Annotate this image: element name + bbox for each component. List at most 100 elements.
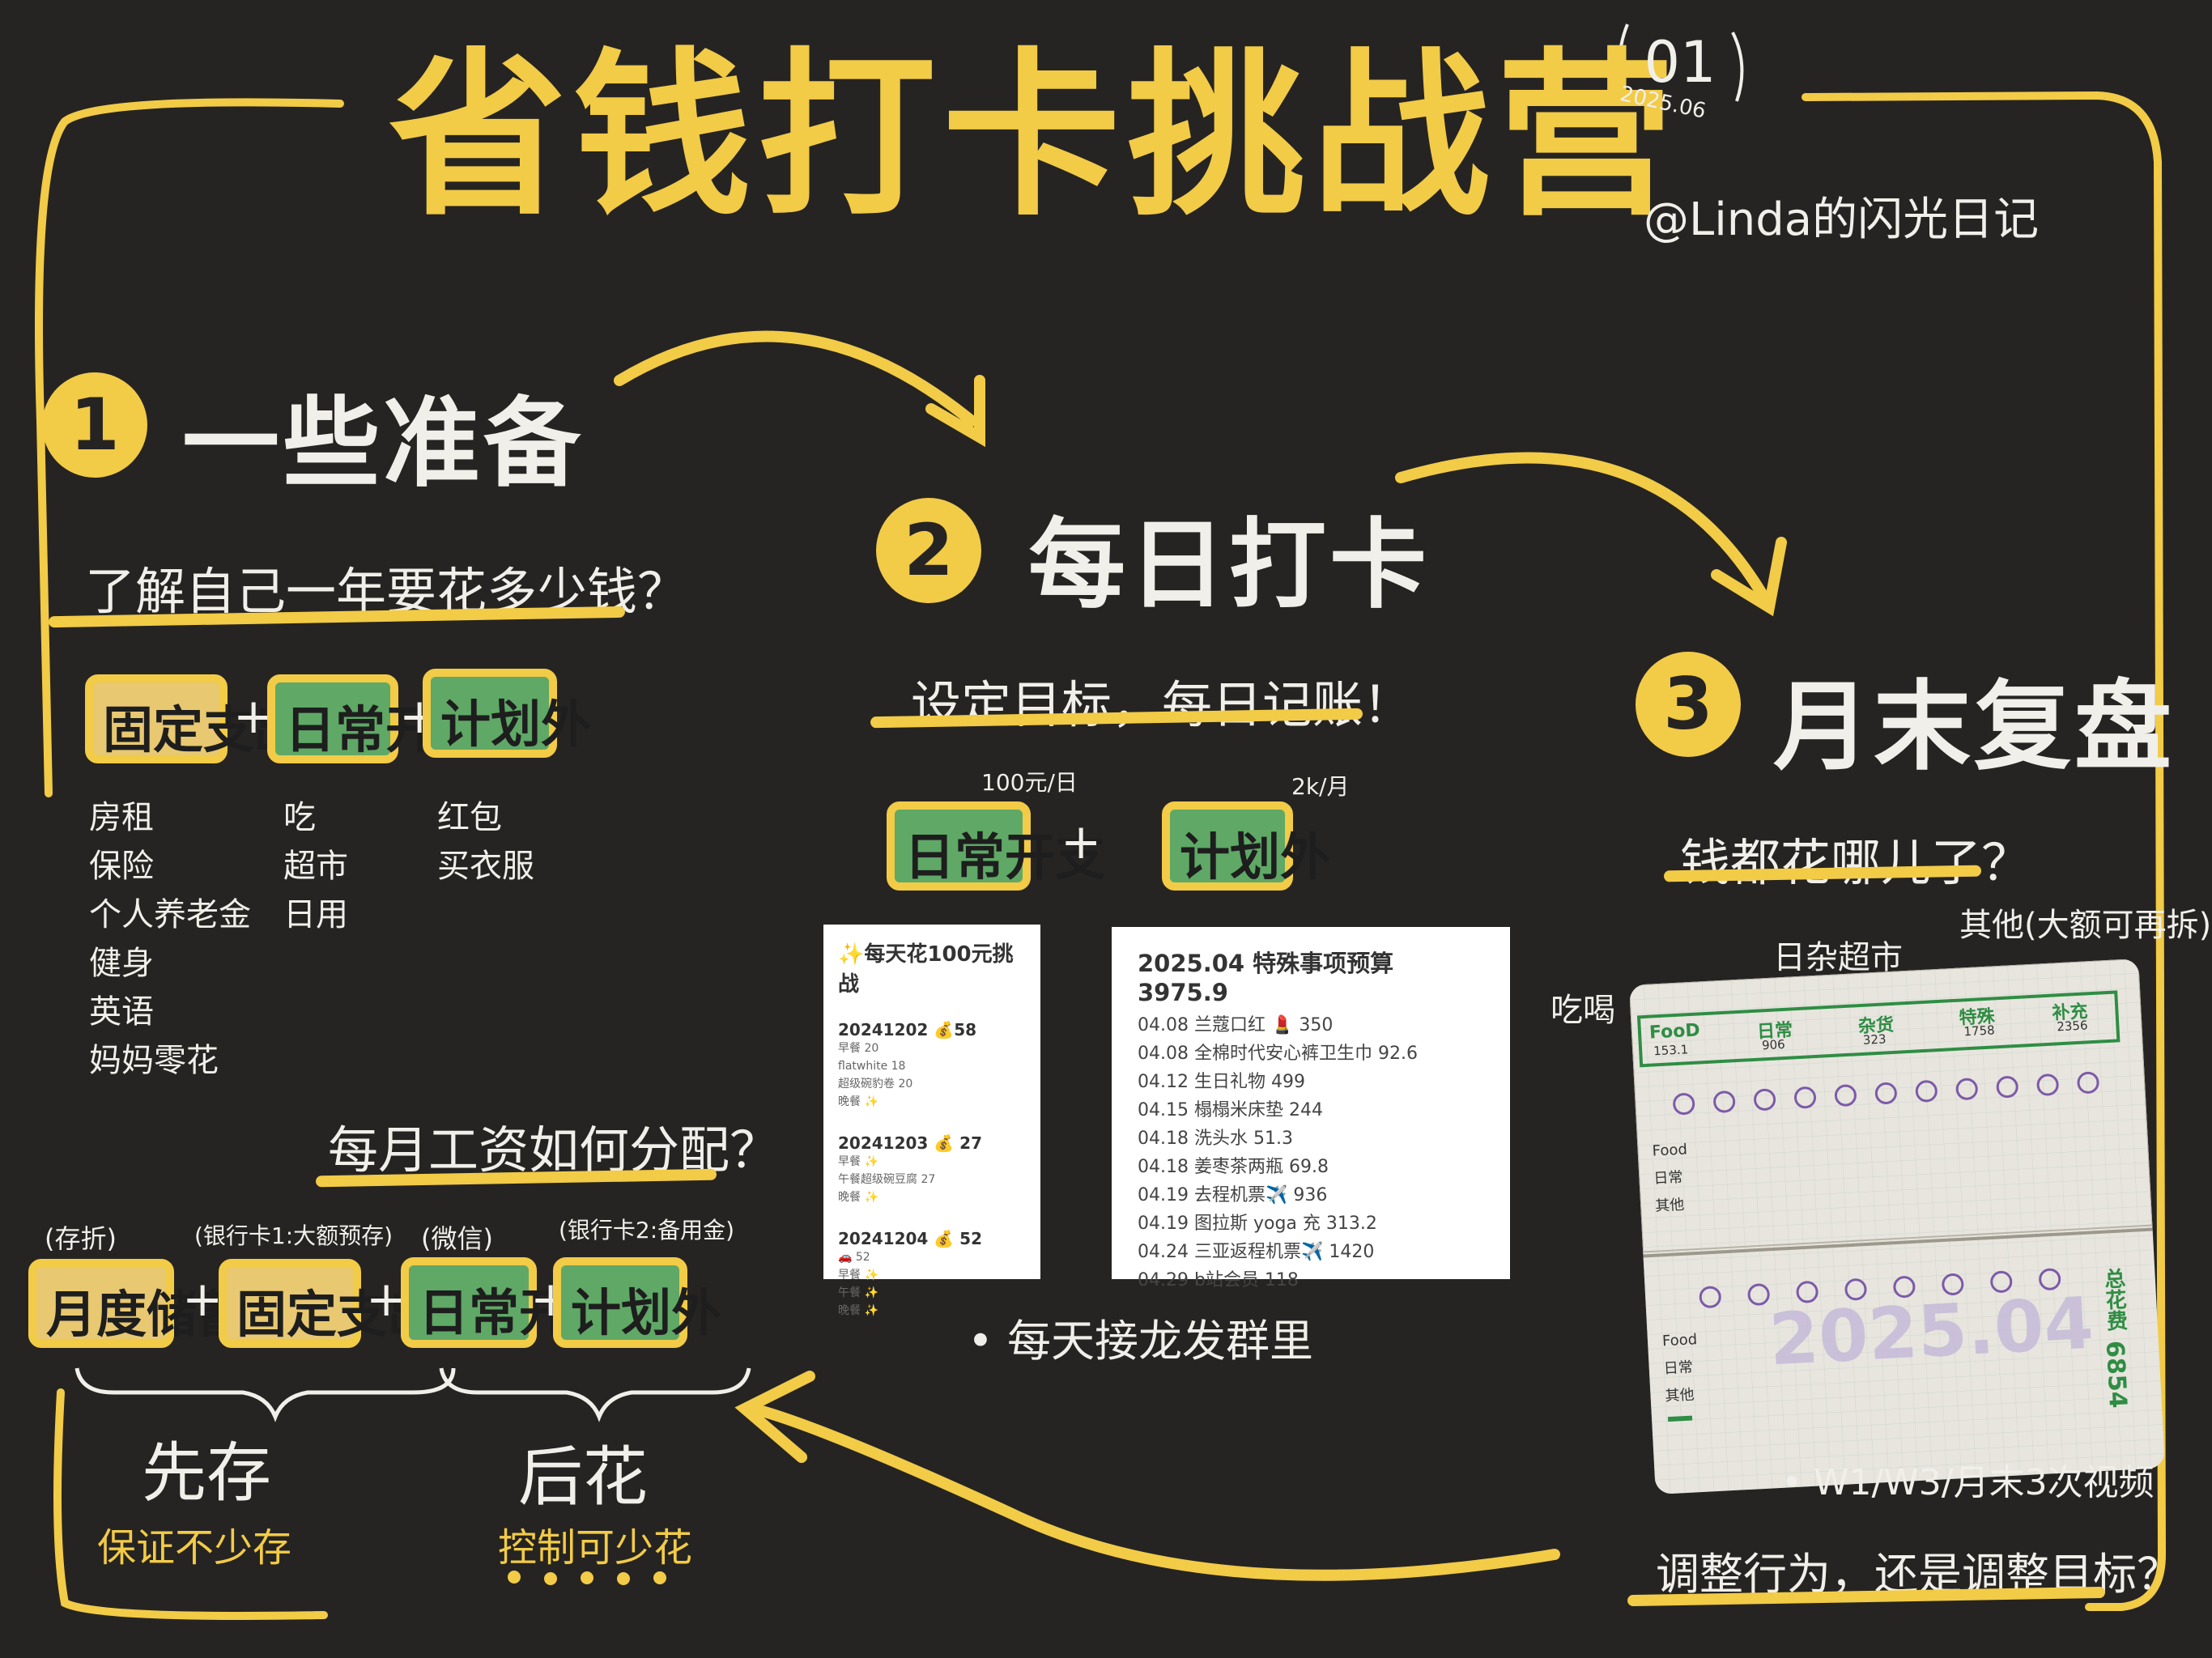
journal-header-value: 1758 <box>1963 1022 1996 1039</box>
journal-year-mark: 2025.04 <box>1767 1281 2096 1382</box>
day-item: 晚餐 ✨ <box>838 1304 878 1317</box>
budget-row: 04.19 去程机票✈️ 936 <box>1138 1185 1328 1205</box>
plus-sign: + <box>1061 814 1102 870</box>
list-item: 超市 <box>283 848 348 885</box>
category-daily-pill: 日常开支 <box>267 674 486 763</box>
spend-later-note: 控制可少花 <box>498 1525 693 1571</box>
list-item: 吃 <box>283 799 316 836</box>
budget-row: 04.15 榻榻米床垫 244 <box>1138 1100 1323 1120</box>
section2-title: 每日打卡 <box>1028 509 1430 622</box>
budget-row: 04.19 图拉斯 yoga 充 313.2 <box>1138 1214 1377 1234</box>
section3-question: 钱都花哪儿了？ <box>1680 833 2032 892</box>
section3-number-badge: 3 <box>1636 652 1741 757</box>
journal-row-label: 日常 <box>1663 1358 1694 1378</box>
day-item: 早餐 ✨ <box>838 1155 878 1168</box>
day-header: 20241202 💰58 <box>838 1020 977 1039</box>
journal-header-value: 323 <box>1862 1031 1887 1048</box>
journal-total: 6854 <box>2099 1340 2133 1409</box>
category-unplanned-pill: 计划外 <box>423 669 591 758</box>
allocation-note: (银行卡2:备用金) <box>559 1217 735 1244</box>
issue-number: 01 <box>1644 29 1716 96</box>
journal-row-label: Food <box>1652 1141 1688 1160</box>
author-handle: @Linda的闪光日记 <box>1644 193 2040 246</box>
section1-title: 一些准备 <box>182 388 584 500</box>
daily-spend-pill: 日常开支 <box>887 801 1105 891</box>
day-item: 早餐 ✨ <box>838 1269 878 1282</box>
journal-photo: FooD 日常 杂货 特殊 补充 153.1 906 323 1758 2356… <box>1628 958 2166 1495</box>
unplanned-pill: 计划外 <box>1162 801 1330 891</box>
section3-title: 月末复盘 <box>1773 671 2175 784</box>
unplanned-budget-note: 2k/月 <box>1291 773 1350 800</box>
allocation-note: (微信) <box>421 1223 493 1254</box>
list-item: 妈妈零花 <box>89 1042 219 1079</box>
list-item: 保险 <box>89 848 154 885</box>
plus-sign: + <box>182 1271 223 1328</box>
list-item: 买衣服 <box>437 848 534 885</box>
plus-sign: + <box>233 688 274 745</box>
label-daily-supermarket: 日杂超市 <box>1773 939 1903 976</box>
allocation-note: (存折) <box>45 1223 117 1254</box>
list-item: 红包 <box>437 799 502 836</box>
day-item: 晚餐 ✨ <box>838 1095 878 1108</box>
journal-header-value: 2356 <box>2056 1018 2088 1035</box>
list-item: 英语 <box>89 993 154 1031</box>
list-item: 健身 <box>89 945 154 982</box>
day-item: 晚餐 ✨ <box>838 1191 878 1204</box>
journal-header-value: 153.1 <box>1653 1042 1689 1059</box>
journal-row-label: 日常 <box>1653 1168 1684 1188</box>
allocation-daily-pill: 日常开支 <box>401 1257 619 1348</box>
budget-row: 04.29 b站会员 118 <box>1138 1270 1299 1290</box>
card-title: ✨每天花100元挑战 <box>838 942 1014 997</box>
day-header: 20241204 💰 52 <box>838 1229 982 1248</box>
budget-row: 04.08 兰蔻口红 💄 350 <box>1138 1015 1334 1035</box>
plus-sign: + <box>366 1271 407 1328</box>
unplanned-items-list: 红包 买衣服 <box>437 793 534 891</box>
fixed-items-list: 房租 保险 个人养老金 健身 英语 妈妈零花 <box>89 793 251 1085</box>
daily-challenge-card: ✨每天花100元挑战 20241202 💰58 早餐 20 flatwhite … <box>823 925 1040 1317</box>
budget-row: 04.24 三亚返程机票✈️ 1420 <box>1138 1242 1375 1262</box>
list-item: 房租 <box>89 799 154 836</box>
day-item: 早餐 20 <box>838 1042 879 1055</box>
day-item: 午餐 ✨ <box>838 1286 878 1299</box>
journal-row-labels: Food 日常 其他 <box>1661 1326 1700 1410</box>
day-item: 🚗 52 <box>838 1251 870 1264</box>
budget-row: 04.18 姜枣茶两瓶 69.8 <box>1138 1157 1329 1177</box>
section1-number-badge: 1 <box>42 372 147 478</box>
label-eat-drink: 吃喝 <box>1551 992 1615 1029</box>
journal-header: FooD <box>1648 1020 1701 1044</box>
save-first-label: 先存 <box>142 1435 271 1511</box>
card-title: 2025.04 特殊事项预算 3975.9 <box>1138 950 1394 1006</box>
save-first-note: 保证不少存 <box>97 1525 292 1571</box>
daily-budget-note: 100元/日 <box>981 769 1078 796</box>
checkin-note: • 每天接龙发群里 <box>968 1316 1314 1367</box>
journal-row-label: Food <box>1661 1331 1698 1350</box>
budget-row: 04.08 全棉时代安心裤卫生巾 92.6 <box>1138 1044 1418 1064</box>
allocation-savings-pill: 月度储蓄 <box>28 1259 247 1348</box>
day-item: flatwhite 18 <box>838 1060 906 1073</box>
journal-total-label: 总花费 <box>2100 1267 2129 1332</box>
category-fixed-pill: 固定支出 <box>85 674 304 763</box>
video-note: • W1/W3/月末3次视频 <box>1781 1462 2155 1503</box>
allocation-note: (银行卡1:大额预存) <box>194 1222 393 1249</box>
list-item: 日用 <box>283 896 348 933</box>
section2-number-badge: 2 <box>876 498 981 603</box>
budget-row: 04.12 生日礼物 499 <box>1138 1072 1305 1092</box>
journal-row-label: 其他 <box>1665 1386 1695 1405</box>
journal-header-value: 906 <box>1761 1036 1786 1053</box>
daily-items-list: 吃 超市 日用 <box>283 793 348 939</box>
journal-row-labels: Food 日常 其他 <box>1652 1136 1691 1220</box>
day-item: 午餐超级碗豆腐 27 <box>838 1173 936 1186</box>
budget-row: 04.18 洗头水 51.3 <box>1138 1129 1293 1149</box>
allocation-fixed-pill: 固定支出 <box>219 1259 437 1348</box>
special-budget-card: 2025.04 特殊事项预算 3975.9 04.08 兰蔻口红 💄 350 0… <box>1112 927 1510 1290</box>
page-title: 省钱打卡挑战营 <box>389 32 1682 240</box>
journal-row-label: 其他 <box>1654 1196 1685 1215</box>
day-item: 超级碗豹卷 20 <box>838 1078 913 1090</box>
spend-later-label: 后花 <box>518 1439 648 1515</box>
allocation-unplanned-pill: 计划外 <box>553 1257 721 1348</box>
day-header: 20241203 💰 27 <box>838 1133 982 1153</box>
list-item: 个人养老金 <box>89 896 251 933</box>
label-other-large: 其他(大额可再拆) <box>1959 907 2212 944</box>
